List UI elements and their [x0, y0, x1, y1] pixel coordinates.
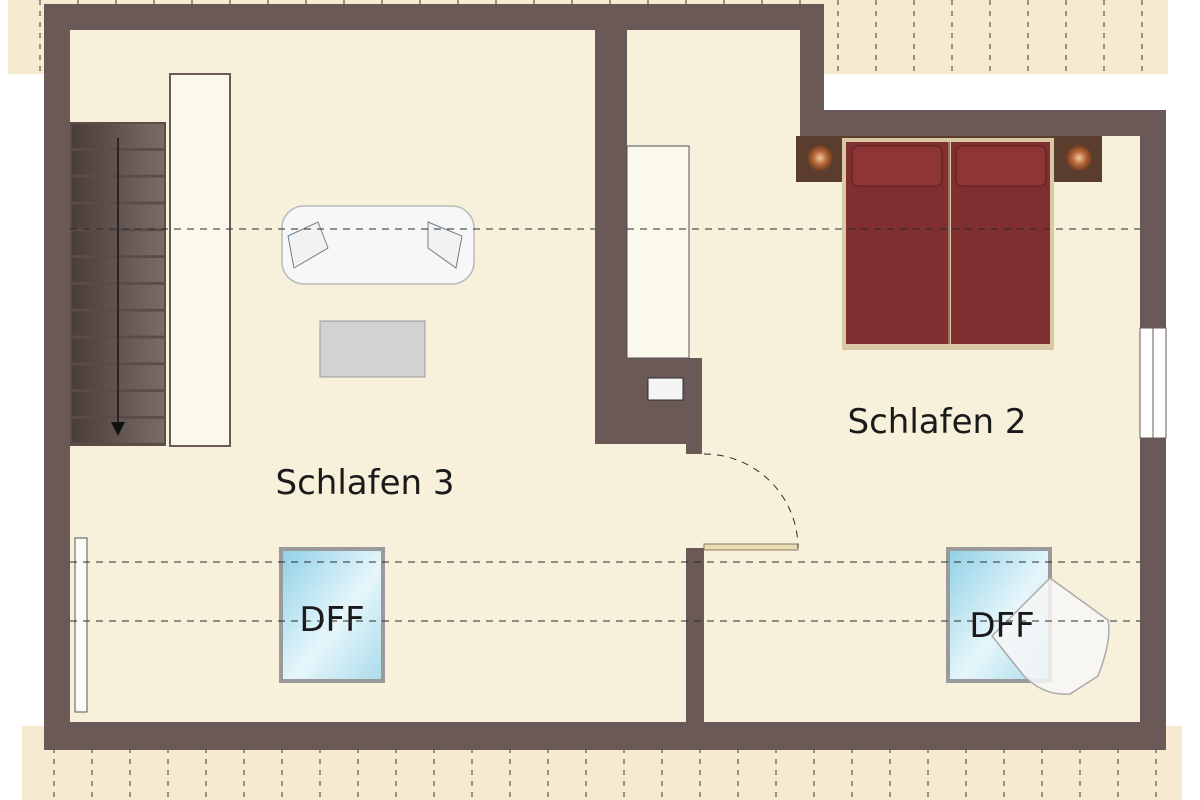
- chimney-flue: [647, 377, 684, 401]
- roof-window-label: DFF: [969, 606, 1034, 646]
- interior-wall-block: [595, 26, 702, 454]
- roof-window-left: DFF: [279, 547, 385, 683]
- room-label-schlafen-2: Schlafen 2: [848, 402, 1027, 442]
- left-radiator: [74, 537, 88, 713]
- staircase: [70, 122, 166, 446]
- sofa-cushion-right: [427, 221, 463, 269]
- door-swing-arc: [703, 453, 799, 549]
- wardrobe: [626, 145, 690, 359]
- built-in-shelf: [169, 73, 231, 447]
- door-leaf: [703, 543, 799, 551]
- pillow-right: [955, 145, 1047, 187]
- sofa-cushion-left: [287, 221, 329, 269]
- roof-window-label: DFF: [299, 600, 364, 640]
- door: [703, 453, 799, 551]
- roof-window-frame: [279, 547, 385, 683]
- double-bed: [796, 136, 1102, 350]
- ceiling-height-lines: [70, 228, 1140, 622]
- armchair-body: [990, 577, 1110, 695]
- armchair: DFF: [969, 577, 1110, 695]
- doorway: [686, 452, 704, 548]
- stair-arrow-head: [111, 422, 125, 436]
- sofa: [281, 205, 475, 285]
- room-label-schlafen-3: Schlafen 3: [276, 463, 455, 503]
- chimney-block: [595, 26, 704, 724]
- coffee-table: [319, 320, 426, 378]
- sofa-body: [281, 205, 475, 285]
- pillow-left: [851, 145, 943, 187]
- lamp-right: [1066, 145, 1092, 171]
- interior-wall-lower: [686, 548, 704, 724]
- lamp-left: [807, 145, 833, 171]
